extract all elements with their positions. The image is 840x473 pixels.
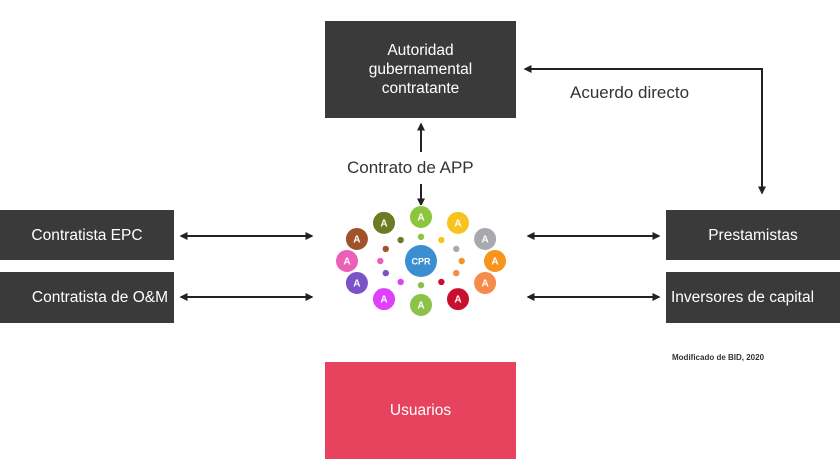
stakeholder-bubble: A xyxy=(335,249,359,273)
spv-link-marker xyxy=(453,245,460,253)
stakeholder-bubble: A xyxy=(372,287,396,312)
stakeholder-bubble: A xyxy=(409,205,433,229)
stakeholder-letter: A xyxy=(417,213,424,224)
stakeholder-bubble: A xyxy=(446,210,470,235)
stakeholder-letter: A xyxy=(343,257,350,268)
stakeholder-letter: A xyxy=(454,218,461,229)
stakeholder-letter: A xyxy=(454,295,461,306)
spv-link-marker xyxy=(397,236,404,244)
users-label: Usuarios xyxy=(389,402,452,419)
stakeholder-bubble: A xyxy=(344,271,369,295)
stakeholder-letter: A xyxy=(481,235,488,246)
direct-agreement-arrow xyxy=(523,65,766,195)
spv-link-marker xyxy=(382,245,389,253)
lenders-box: Prestamistas xyxy=(666,210,840,260)
spv-center xyxy=(405,245,437,277)
ppp-contract-label: Contrato de APP xyxy=(347,158,474,177)
stakeholder-letter: A xyxy=(481,279,488,290)
spv-link-marker xyxy=(397,278,404,286)
stakeholder-letter: A xyxy=(353,279,360,290)
authority-label: Autoridad gubernamental contratante xyxy=(368,42,473,97)
source-note: Modificado de BID, 2020 xyxy=(672,353,765,362)
lenders-label: Prestamistas xyxy=(708,226,798,244)
epc-contractor-box: Contratista EPC xyxy=(0,210,174,260)
spv-link-marker xyxy=(377,257,384,265)
spv-link-marker xyxy=(382,269,389,277)
investors-box: Inversores de capital xyxy=(666,272,840,323)
stakeholder-letter: A xyxy=(353,235,360,246)
spv-link-marker xyxy=(453,269,460,277)
stakeholder-bubble: A xyxy=(372,210,396,235)
stakeholder-bubble: A xyxy=(344,227,369,251)
stakeholder-letter: A xyxy=(417,301,424,312)
investors-label: Inversores de capital xyxy=(671,289,815,306)
stakeholder-bubble: A xyxy=(473,227,498,251)
authority-box: Autoridad gubernamental contratante xyxy=(325,21,516,118)
om-contractor-label: Contratista de O&M xyxy=(31,289,168,306)
stakeholder-bubble: A xyxy=(483,249,507,273)
stakeholder-bubble: A xyxy=(446,287,470,312)
spv-link-marker xyxy=(438,236,445,244)
stakeholder-letter: A xyxy=(380,218,387,229)
spv-center-label: CPR xyxy=(411,257,431,267)
spv-link-marker xyxy=(458,257,465,265)
stakeholder-bubble: A xyxy=(473,271,498,295)
spv-link-marker xyxy=(417,233,425,240)
epc-contractor-label: Contratista EPC xyxy=(31,226,143,244)
stakeholder-bubble: A xyxy=(409,293,433,317)
stakeholder-letter: A xyxy=(380,295,387,306)
users-box: Usuarios xyxy=(325,362,516,459)
stakeholder-letter: A xyxy=(491,257,498,268)
spv-link-marker xyxy=(417,282,425,289)
spv-link-marker xyxy=(438,278,445,286)
om-contractor-box: Contratista de O&M xyxy=(0,272,174,323)
